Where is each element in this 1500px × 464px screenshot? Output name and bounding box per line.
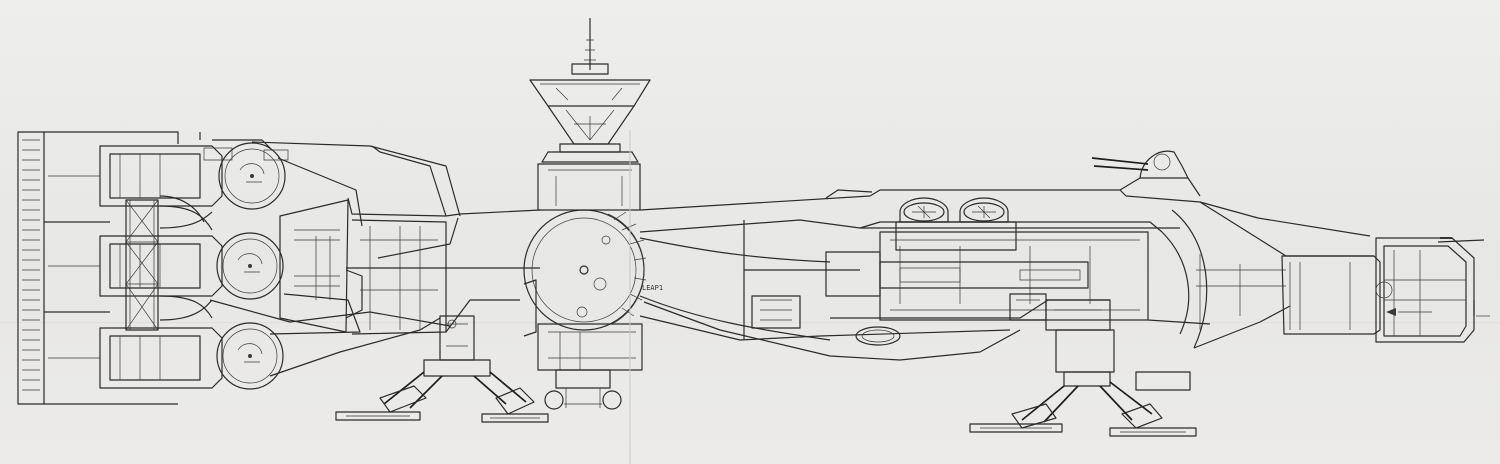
dorsal-gun-turret	[1091, 150, 1189, 179]
turbine-disk-middle	[216, 232, 284, 300]
forward-section	[1091, 150, 1381, 349]
thruster-nacelle-upper	[48, 145, 223, 231]
landing-gear-forward	[969, 293, 1197, 437]
landing-gear-center	[544, 369, 622, 410]
turbine-disk-lower	[216, 322, 284, 390]
bow-forward-bay	[1375, 237, 1490, 343]
lattice-truss	[125, 199, 159, 331]
central-hub: LEAP1	[523, 209, 663, 371]
turbine-disk-upper	[218, 142, 286, 210]
thruster-nacelle-lower	[48, 299, 223, 389]
rear-thruster-array	[17, 131, 289, 405]
bulkhead-marking: LEAP1	[642, 284, 663, 292]
aft-strut-section	[209, 141, 541, 377]
main-hull	[639, 189, 1163, 361]
dorsal-turret-pods	[895, 197, 1017, 251]
thruster-nacelle-middle	[48, 211, 223, 319]
exhaust-grille	[17, 131, 179, 405]
dorsal-bridge-tower	[529, 18, 651, 211]
landing-gear-aft	[335, 315, 549, 423]
